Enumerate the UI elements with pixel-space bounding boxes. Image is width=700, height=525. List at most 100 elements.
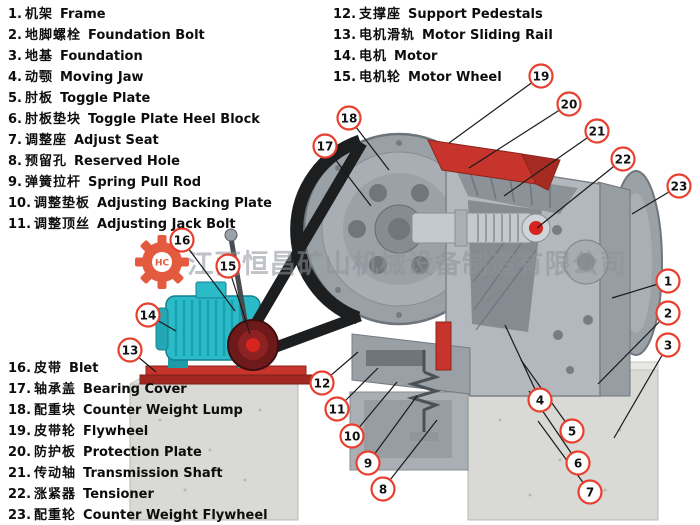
part-number: 7.: [8, 133, 22, 148]
leader-line: [503, 130, 598, 197]
callout-number: 18: [341, 112, 358, 126]
callout-number: 22: [615, 153, 632, 167]
callout-number: 2: [664, 307, 672, 321]
part-name-zh: 调整顶丝: [34, 217, 91, 232]
adjust-mechanism: [351, 321, 471, 441]
part-name-en: Adjust Seat: [74, 133, 159, 148]
part-name-en: Foundation: [60, 49, 143, 64]
part-name-en: Motor: [394, 49, 438, 64]
callout-circle: [556, 91, 582, 117]
callout-number: 1: [664, 275, 672, 289]
leader-line: [448, 75, 542, 144]
callout-number: 17: [317, 140, 334, 154]
leader-line: [382, 419, 438, 490]
leader-line: [324, 145, 372, 207]
part-number: 14.: [333, 49, 357, 64]
part-number: 9.: [8, 175, 22, 190]
callout-circle: [655, 268, 681, 294]
part-name-zh: 动颚: [24, 70, 53, 85]
callout-number: 16: [174, 234, 191, 248]
part-number: 21.: [8, 466, 32, 481]
part-name-en: Tensioner: [83, 487, 154, 502]
callout-number: 3: [664, 339, 672, 353]
part-number: 11.: [8, 217, 32, 232]
part-name-en: Blet: [69, 361, 99, 376]
part-name-zh: 调整垫板: [34, 196, 91, 211]
callout-circle: [577, 479, 603, 505]
callout-number: 9: [364, 457, 372, 471]
frame-end-plate: [597, 181, 631, 397]
part-name-zh: 肘板垫块: [24, 112, 81, 127]
leader-line: [367, 395, 418, 464]
watermark-text: 江西恒昌矿山机械设备制造有限公司: [187, 249, 627, 280]
part-name-zh: 调整座: [24, 133, 67, 148]
callout-number: 6: [574, 457, 582, 471]
part-name-en: Transmission Shaft: [83, 466, 223, 481]
part-name-zh: 肘板: [24, 91, 53, 106]
callout-number: 12: [314, 377, 331, 391]
part-name-zh: 电机轮: [359, 70, 402, 85]
callout-number: 5: [568, 425, 576, 439]
part-number: 22.: [8, 487, 32, 502]
callout-circle: [559, 418, 585, 444]
callout-circle: [309, 370, 335, 396]
callout-number: 10: [344, 430, 361, 444]
part-list-item: 14.电机 Motor: [333, 46, 553, 67]
leader-line: [537, 420, 591, 493]
callout-circle: [655, 332, 681, 358]
leader-line: [613, 344, 669, 439]
part-name-zh: 地脚螺栓: [24, 28, 81, 43]
part-number: 23.: [8, 508, 32, 523]
part-number: 17.: [8, 382, 32, 397]
callout-circle: [117, 337, 143, 363]
part-number: 16.: [8, 361, 32, 376]
callout-number: 14: [140, 309, 157, 323]
part-name-en: Spring Pull Rod: [88, 175, 202, 190]
watermark: HC 江西恒昌矿山机械设备制造有限公司: [135, 235, 627, 289]
part-number: 6.: [8, 112, 22, 127]
part-name-en: Toggle Plate Heel Block: [88, 112, 260, 127]
part-number: 19.: [8, 424, 32, 439]
part-list-item: 7.调整座 Adjust Seat: [8, 130, 272, 151]
part-name-en: Counter Weight Lump: [83, 403, 243, 418]
part-number: 15.: [333, 70, 357, 85]
callout-circle: [355, 450, 381, 476]
callout-number: 11: [329, 403, 346, 417]
toggle-plate: [435, 321, 452, 371]
part-name-zh: 地基: [24, 49, 53, 64]
part-name-zh: 电机: [359, 49, 388, 64]
callout-circle: [312, 133, 338, 159]
callout-circle: [135, 302, 161, 328]
part-name-en: Protection Plate: [83, 445, 202, 460]
part-number: 4.: [8, 70, 22, 85]
part-name-en: Frame: [60, 7, 106, 22]
part-number: 3.: [8, 49, 22, 64]
leader-line: [536, 158, 624, 229]
callout-circle: [339, 423, 365, 449]
part-name-en: Reserved Hole: [74, 154, 180, 169]
part-name-zh: 防护板: [34, 445, 77, 460]
part-name-en: Bearing Cover: [83, 382, 187, 397]
part-name-zh: 配重轮: [34, 508, 77, 523]
part-number: 13.: [333, 28, 357, 43]
machine-base: [349, 391, 469, 471]
part-name-zh: 弹簧拉杆: [24, 175, 81, 190]
callout-circle: [527, 387, 553, 413]
part-list-item: 9.弹簧拉杆 Spring Pull Rod: [8, 172, 272, 193]
part-name-en: Foundation Bolt: [88, 28, 205, 43]
